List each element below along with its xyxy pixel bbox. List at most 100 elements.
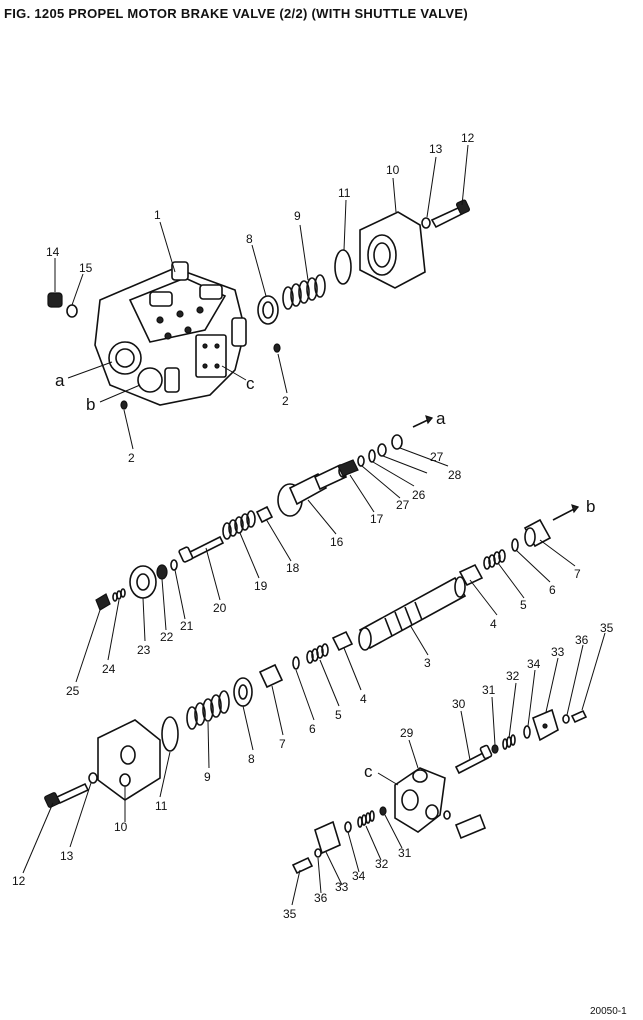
callout-4: 4 (490, 617, 497, 631)
spring-9-left (186, 690, 230, 730)
spool-row-2 (44, 504, 580, 808)
callout-7: 7 (574, 567, 581, 581)
ring-21 (170, 559, 178, 571)
plug-18 (255, 505, 274, 524)
bolt-35-upper (570, 709, 588, 724)
shuttle-callouts: 29 30 31 32 34 33 36 35 31 32 34 33 36 3… (283, 621, 614, 921)
ref-b: b (86, 395, 95, 414)
ring-31-upper (491, 744, 499, 754)
callout-30: 30 (452, 697, 466, 711)
spool-3 (358, 576, 467, 650)
callout-12: 12 (461, 131, 475, 145)
plug-17 (337, 459, 359, 477)
callout-14: 14 (46, 245, 60, 259)
callout-10: 10 (114, 820, 128, 834)
ref-c: c (364, 762, 373, 781)
piston-16 (277, 463, 348, 517)
callout-34: 34 (352, 869, 366, 883)
seat-8 (257, 295, 279, 325)
spring-9 (282, 274, 326, 310)
top-callouts: 1 14 15 8 9 11 10 13 12 2 2 a b c (46, 131, 475, 465)
bolt-lower (454, 813, 487, 840)
plug-2-right (273, 343, 281, 353)
callout-15: 15 (79, 261, 93, 275)
callout-23: 23 (137, 643, 151, 657)
callout-4: 4 (360, 692, 367, 706)
spring-24 (112, 588, 126, 602)
callout-1: 1 (154, 208, 161, 222)
callout-2: 2 (282, 394, 289, 408)
callout-20: 20 (213, 601, 227, 615)
plug-14 (47, 292, 78, 318)
callout-27: 27 (396, 498, 410, 512)
callout-13: 13 (60, 849, 74, 863)
cover-33-upper (532, 708, 559, 742)
valve-body-1 (94, 261, 247, 406)
callout-32: 32 (506, 669, 520, 683)
plug-4-left (331, 630, 354, 652)
top-leaders (54, 144, 469, 450)
ref-a: a (55, 371, 65, 390)
washer-36-upper (562, 714, 570, 724)
callout-25: 25 (66, 684, 80, 698)
ring-27 (357, 455, 365, 467)
callout-6: 6 (549, 583, 556, 597)
shuttle-valve-assembly (291, 708, 588, 875)
spring-19 (222, 510, 256, 540)
ring-34-upper (523, 725, 531, 739)
callout-32: 32 (375, 857, 389, 871)
callout-9: 9 (204, 770, 211, 784)
cover-33-lower (314, 820, 341, 855)
callout-28: 28 (448, 468, 462, 482)
callout-29: 29 (400, 726, 414, 740)
ring-31-lower (379, 806, 387, 816)
ring-6-left (292, 656, 300, 670)
callout-21: 21 (180, 619, 194, 633)
plug-7-left (258, 663, 284, 689)
callout-27: 27 (430, 450, 444, 464)
ref-a: a (436, 409, 446, 428)
cover-10 (359, 211, 426, 289)
callout-12: 12 (12, 874, 26, 888)
plug-7-right (523, 518, 552, 548)
ref-b: b (586, 497, 595, 516)
bolt-12-left (44, 772, 98, 808)
spool-row-1 (95, 415, 434, 611)
callout-3: 3 (424, 656, 431, 670)
callout-7: 7 (279, 737, 286, 751)
ring-34-lower (344, 821, 352, 833)
ring-6-right (511, 538, 519, 552)
ref-c: c (246, 374, 255, 393)
callout-36: 36 (575, 633, 589, 647)
spring-5-left (306, 643, 329, 664)
row2-callouts: 4 5 6 7 3 4 5 6 7 8 9 11 10 13 12 b (12, 497, 595, 888)
callout-16: 16 (330, 535, 344, 549)
ring-26 (368, 449, 376, 463)
callout-10: 10 (386, 163, 400, 177)
callout-6: 6 (309, 722, 316, 736)
callout-26: 26 (412, 488, 426, 502)
plug-2-left (120, 400, 128, 410)
callout-35: 35 (283, 907, 297, 921)
callout-8: 8 (248, 752, 255, 766)
callout-33: 33 (335, 880, 349, 894)
callout-19: 19 (254, 579, 268, 593)
drawing-code: 20050-1 (590, 1006, 627, 1017)
washer-36-lower (314, 848, 322, 858)
ring-28 (391, 434, 403, 450)
callout-31: 31 (482, 683, 496, 697)
figure-title: FIG. 1205 PROPEL MOTOR BRAKE VALVE (2/2)… (4, 6, 468, 21)
callout-33: 33 (551, 645, 565, 659)
callout-35: 35 (600, 621, 614, 635)
bolt-35-lower (291, 856, 314, 875)
callout-11: 11 (155, 799, 168, 813)
row1-leaders (75, 447, 449, 683)
callout-11: 11 (338, 186, 351, 200)
ring-27b (377, 443, 387, 457)
row2-leaders (22, 539, 576, 874)
callout-9: 9 (294, 209, 301, 223)
callout-34: 34 (527, 657, 541, 671)
spring-5-right (483, 549, 506, 570)
callout-18: 18 (286, 561, 300, 575)
